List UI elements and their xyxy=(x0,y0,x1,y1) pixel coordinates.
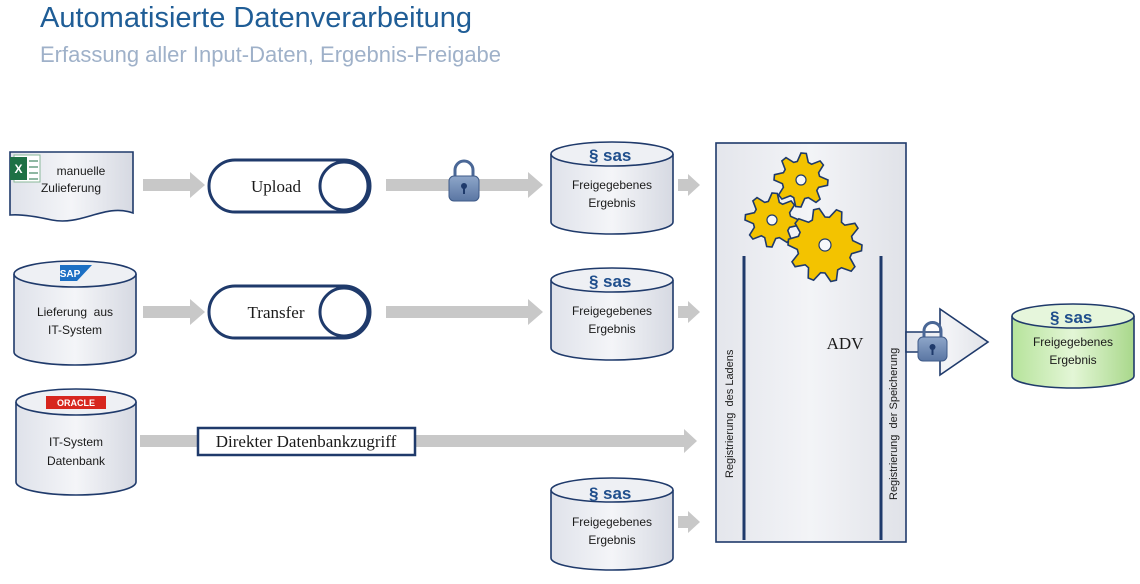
page-subtitle: Erfassung aller Input-Daten, Ergebnis-Fr… xyxy=(40,42,502,67)
source-manual-label-2: Zulieferung xyxy=(41,181,101,195)
result-label-2: Ergebnis xyxy=(588,196,635,210)
source-sap-label-2: IT-System xyxy=(48,323,102,337)
process-upload: Upload xyxy=(207,158,372,214)
direct-db-label: Direkter Datenbankzugriff xyxy=(216,432,397,451)
lock-icon xyxy=(448,159,480,202)
sas-logo: § sas xyxy=(589,146,631,165)
final-result-label-2: Ergebnis xyxy=(1049,353,1096,367)
result-label-2: Ergebnis xyxy=(588,533,635,547)
page-title: Automatisierte Datenverarbeitung xyxy=(40,2,473,34)
gear-hole xyxy=(766,214,778,226)
svg-text:§: § xyxy=(589,272,598,291)
arrow-sas2-adv xyxy=(678,301,700,323)
source-oracle-label-2: Datenbank xyxy=(47,454,106,468)
transfer-label: Transfer xyxy=(248,303,305,322)
arrow-sas4-adv xyxy=(678,511,700,533)
arrow-source2-transfer xyxy=(143,299,205,325)
sap-logo: SAP xyxy=(60,265,92,281)
arrow-transfer-sas2 xyxy=(386,299,543,325)
oracle-logo: ORACLE xyxy=(46,396,106,409)
result-label-2: Ergebnis xyxy=(588,322,635,336)
result-label-1: Freigegebenes xyxy=(572,515,652,529)
excel-icon: X xyxy=(10,154,41,183)
final-result-label-1: Freigegebenes xyxy=(1033,335,1113,349)
result-label-1: Freigegebenes xyxy=(572,304,652,318)
gears-icon xyxy=(744,152,863,283)
gear-hole xyxy=(818,238,832,252)
svg-text:§: § xyxy=(589,484,598,503)
source-manual-label-1: manuelle xyxy=(57,164,106,178)
sas-result-4: § sas Freigegebenes Ergebnis xyxy=(550,477,674,571)
sas-result-1: § sas Freigegebenes Ergebnis xyxy=(550,141,674,235)
svg-text:X: X xyxy=(14,162,22,176)
svg-text:SAP: SAP xyxy=(60,269,81,280)
arrow-source1-upload xyxy=(143,172,205,198)
source-sap-cylinder: SAP Lieferung aus IT-System xyxy=(13,260,137,366)
sas-logo: § sas xyxy=(589,272,631,291)
svg-text:sas: sas xyxy=(1064,308,1092,327)
svg-text:ORACLE: ORACLE xyxy=(57,398,95,408)
svg-text:sas: sas xyxy=(603,484,631,503)
sas-result-2: § sas Freigegebenes Ergebnis xyxy=(550,267,674,361)
sas-logo: § sas xyxy=(1050,308,1092,327)
adv-left-column-label: Registrierung des Ladens xyxy=(724,349,736,478)
process-transfer: Transfer xyxy=(207,284,372,340)
adv-right-column-label: Registrierung der Speicherung xyxy=(888,348,900,500)
source-oracle-label-1: IT-System xyxy=(49,435,103,449)
direct-db-access: Direkter Datenbankzugriff xyxy=(196,426,417,457)
source-manual-delivery: X manuelle Zulieferung xyxy=(9,151,134,222)
gear-hole xyxy=(795,174,807,186)
result-label-1: Freigegebenes xyxy=(572,178,652,192)
sas-logo: § sas xyxy=(589,484,631,503)
adv-label: ADV xyxy=(827,334,865,353)
source-oracle-cylinder: ORACLE IT-System Datenbank xyxy=(15,388,137,496)
output-lock-icon xyxy=(917,321,948,362)
arrow-sas1-adv xyxy=(678,174,700,196)
svg-text:§: § xyxy=(589,146,598,165)
adv-panel: Registrierung des Ladens Registrierung d… xyxy=(715,142,907,543)
svg-text:sas: sas xyxy=(603,146,631,165)
sas-final-result: § sas Freigegebenes Ergebnis xyxy=(1011,303,1135,389)
source-sap-label-1: Lieferung aus xyxy=(37,305,113,319)
svg-text:§: § xyxy=(1050,308,1059,327)
svg-text:sas: sas xyxy=(603,272,631,291)
upload-label: Upload xyxy=(251,177,302,196)
